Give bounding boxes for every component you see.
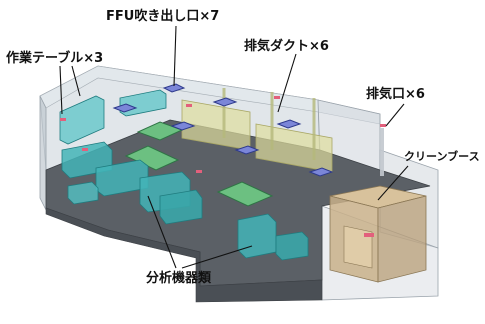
clean-booth-inner <box>343 225 373 269</box>
exhaust-port-5 <box>380 124 386 127</box>
leader-clean-booth <box>377 165 409 201</box>
leader-analyzers-a <box>147 195 177 269</box>
leader-work-table-b <box>71 65 81 97</box>
ffu-outlet-1 <box>162 83 186 93</box>
label-exhaust-duct: 排気ダクト×6 <box>244 38 329 54</box>
exhaust-port-6 <box>82 148 88 151</box>
leader-exhaust-port <box>385 103 405 127</box>
label-ffu: FFU吹き出し口×7 <box>106 8 219 24</box>
leader-analyzers-b <box>181 245 253 269</box>
ffu-outlet-5 <box>234 145 260 155</box>
floor-front-edge <box>45 207 323 303</box>
labels: FFU吹き出し口×7 作業テーブル×3 排気ダクト×6 排気口×6 クリーンブー… <box>6 8 480 286</box>
ffu-outlet-2 <box>112 103 138 113</box>
work-tables <box>124 121 274 207</box>
analysis-equipment <box>59 89 309 261</box>
equipment-7 <box>237 213 277 259</box>
clean-booth <box>329 185 427 283</box>
equipment-8 <box>275 231 309 261</box>
exhaust-ports <box>60 96 386 173</box>
exhaust-port-1 <box>60 118 66 121</box>
leader-lines <box>59 25 409 269</box>
equipment-9 <box>67 181 99 205</box>
exhaust-port-2 <box>186 104 192 107</box>
ffu-outlet-3 <box>170 121 196 131</box>
equipment-1 <box>59 95 105 145</box>
exhaust-port-3 <box>274 96 280 99</box>
ffu-outlet-4 <box>212 97 238 107</box>
clean-booth-side <box>377 195 427 283</box>
ffu-outlets <box>112 83 334 177</box>
ffu-outlet-7 <box>308 167 334 177</box>
ffu-outlet-6 <box>276 119 302 129</box>
leader-exhaust-duct <box>277 53 297 113</box>
label-clean-booth: クリーンブース <box>404 149 480 163</box>
leader-work-table-a <box>59 65 63 115</box>
leader-ffu <box>173 25 177 87</box>
label-exhaust-port: 排気口×6 <box>366 86 425 102</box>
clean-booth-port <box>364 233 374 237</box>
equipment-6 <box>159 189 203 225</box>
label-work-table: 作業テーブル×3 <box>6 50 103 66</box>
label-analyzers: 分析機器類 <box>146 270 212 286</box>
left-wall <box>39 95 47 211</box>
work-table-3 <box>216 181 274 207</box>
exhaust-port-4 <box>196 170 202 173</box>
